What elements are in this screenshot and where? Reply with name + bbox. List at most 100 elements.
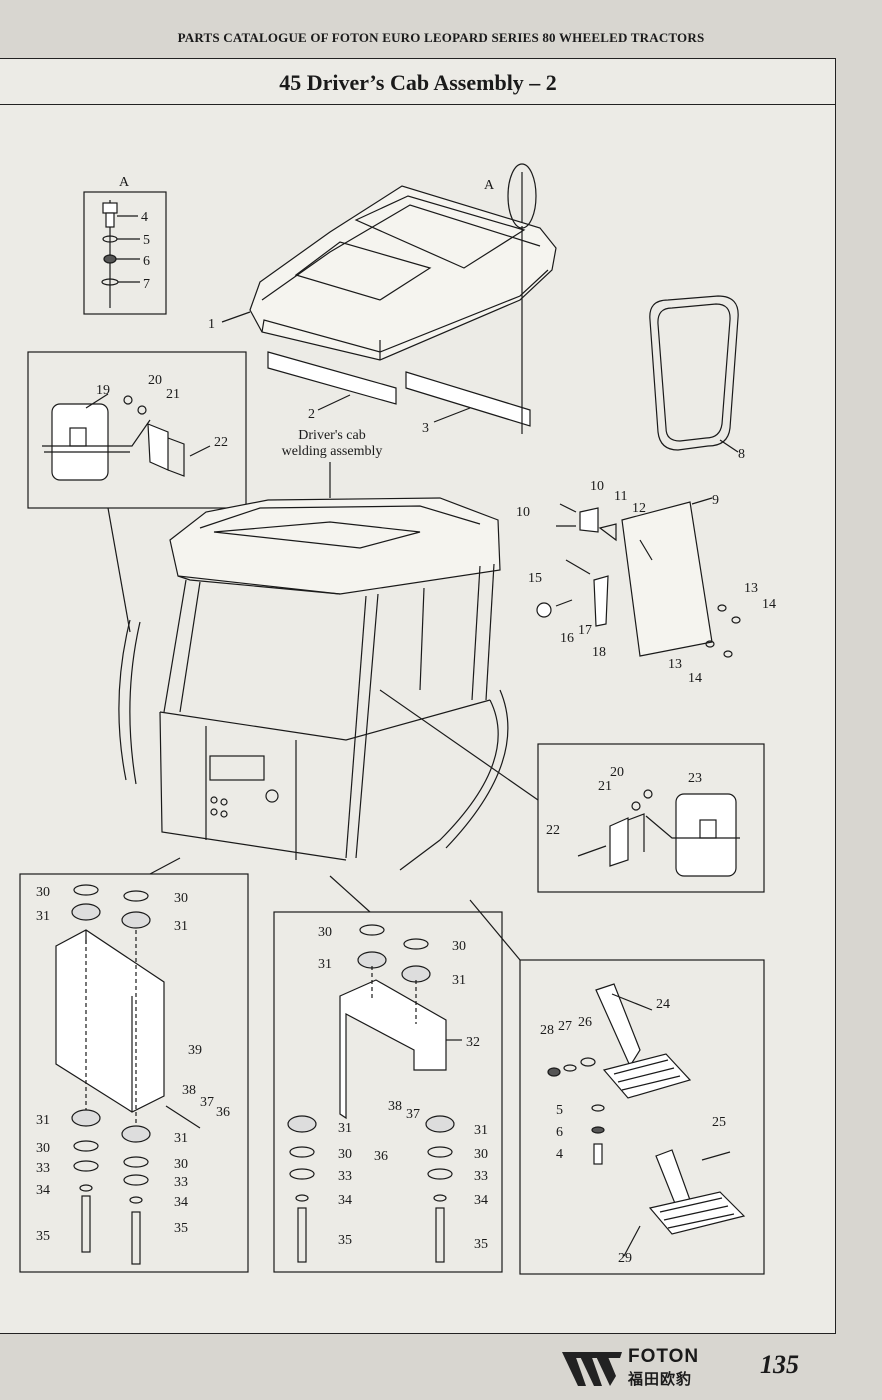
callout-26: 26 <box>578 1015 592 1030</box>
callout-14b: 14 <box>688 671 702 686</box>
callout-25: 25 <box>712 1115 726 1130</box>
callout-30d: 30 <box>174 1157 188 1172</box>
callout-20b: 20 <box>610 765 624 780</box>
callout-24: 24 <box>656 997 670 1012</box>
callout-34a: 34 <box>36 1183 50 1198</box>
view-a-marker: A <box>484 178 495 193</box>
callout-35b: 35 <box>174 1221 188 1236</box>
callout-31h: 31 <box>474 1123 488 1138</box>
callout-31a: 31 <box>36 909 50 924</box>
callout-30e: 30 <box>318 925 332 940</box>
callout-31c: 31 <box>36 1113 50 1128</box>
callout-4: 4 <box>141 210 148 225</box>
callout-32: 32 <box>466 1035 480 1050</box>
seal-strip-3 <box>405 371 531 427</box>
callout-37a: 37 <box>200 1095 214 1110</box>
callout-4b: 4 <box>556 1147 563 1162</box>
catalogue-header: PARTS CATALOGUE OF FOTON EURO LEOPARD SE… <box>177 30 705 45</box>
callout-16: 16 <box>560 631 574 646</box>
callout-30f: 30 <box>452 939 466 954</box>
callout-20: 20 <box>148 373 162 388</box>
callout-28: 28 <box>540 1023 554 1038</box>
callout-11: 11 <box>614 489 627 504</box>
callout-13a: 13 <box>744 581 758 596</box>
callout-17: 17 <box>578 623 592 638</box>
callout-14a: 14 <box>762 597 776 612</box>
callout-30g: 30 <box>338 1147 352 1162</box>
callout-29: 29 <box>618 1251 632 1266</box>
detail-a-leaders <box>116 215 140 283</box>
foton-logo-icon <box>562 1352 622 1386</box>
callout-39: 39 <box>188 1043 202 1058</box>
callout-35c: 35 <box>338 1233 352 1248</box>
callout-5b: 5 <box>556 1103 563 1118</box>
left-mirror-detail <box>27 351 247 509</box>
seal-strip-2 <box>267 351 397 405</box>
title-divider <box>0 104 836 105</box>
callout-30c: 30 <box>36 1141 50 1156</box>
callout-35d: 35 <box>474 1237 488 1252</box>
callout-33c: 33 <box>338 1169 352 1184</box>
callout-31d: 31 <box>174 1131 188 1146</box>
rear-mount-detail <box>273 911 503 1273</box>
callout-35a: 35 <box>36 1229 50 1244</box>
brand-name: FOTON <box>628 1346 700 1367</box>
page-frame <box>0 58 836 1334</box>
callout-2: 2 <box>308 407 315 422</box>
roof-assembly: A <box>249 163 557 361</box>
detail-a-letter: A <box>119 175 130 190</box>
callout-5: 5 <box>143 233 150 248</box>
front-mount-detail <box>19 873 249 1273</box>
callout-23: 23 <box>688 771 702 786</box>
callout-33d: 33 <box>474 1169 488 1184</box>
callout-19: 19 <box>96 383 110 398</box>
detail-a-box: A <box>83 175 167 315</box>
callout-34b: 34 <box>174 1195 188 1210</box>
right-mirror-detail <box>379 689 765 893</box>
callout-10b: 10 <box>516 505 530 520</box>
callout-10a: 10 <box>590 479 604 494</box>
callout-34d: 34 <box>474 1193 488 1208</box>
callout-1: 1 <box>208 317 215 332</box>
callout-18: 18 <box>592 645 606 660</box>
callout-21b: 21 <box>598 779 612 794</box>
page-number: 135 <box>760 1350 799 1379</box>
callout-36a: 36 <box>216 1105 230 1120</box>
caption-line-2: welding assembly <box>281 444 383 459</box>
callout-21: 21 <box>166 387 180 402</box>
callout-15: 15 <box>528 571 542 586</box>
callout-30a: 30 <box>36 885 50 900</box>
hinge-hardware <box>536 503 741 658</box>
callout-38b: 38 <box>388 1099 402 1114</box>
callout-31e: 31 <box>318 957 332 972</box>
callout-31f: 31 <box>452 973 466 988</box>
caption-line-1: Driver's cab <box>298 428 366 443</box>
callout-22: 22 <box>214 435 228 450</box>
steps-detail <box>469 899 765 1275</box>
callout-22b: 22 <box>546 823 560 838</box>
callout-6b: 6 <box>556 1125 563 1140</box>
callout-30h: 30 <box>474 1147 488 1162</box>
callout-27: 27 <box>558 1019 572 1034</box>
callout-30b: 30 <box>174 891 188 906</box>
callout-31g: 31 <box>338 1121 352 1136</box>
cab-frame <box>118 497 509 871</box>
callout-9: 9 <box>712 493 719 508</box>
callout-12: 12 <box>632 501 646 516</box>
callout-3: 3 <box>422 421 429 436</box>
callout-13b: 13 <box>668 657 682 672</box>
callout-38a: 38 <box>182 1083 196 1098</box>
window-seal-8 <box>649 295 739 451</box>
callout-33a: 33 <box>36 1161 50 1176</box>
callout-33b: 33 <box>174 1175 188 1190</box>
brand-name-cn: 福田欧豹 <box>628 1370 693 1388</box>
callout-31b: 31 <box>174 919 188 934</box>
callout-34c: 34 <box>338 1193 352 1208</box>
callout-7: 7 <box>143 277 150 292</box>
side-window-glass-9 <box>621 501 713 657</box>
callout-36b: 36 <box>374 1149 388 1164</box>
cab-welding-caption: Driver's cab welding assembly <box>262 428 402 460</box>
callout-6: 6 <box>143 254 150 269</box>
callout-37b: 37 <box>406 1107 420 1122</box>
